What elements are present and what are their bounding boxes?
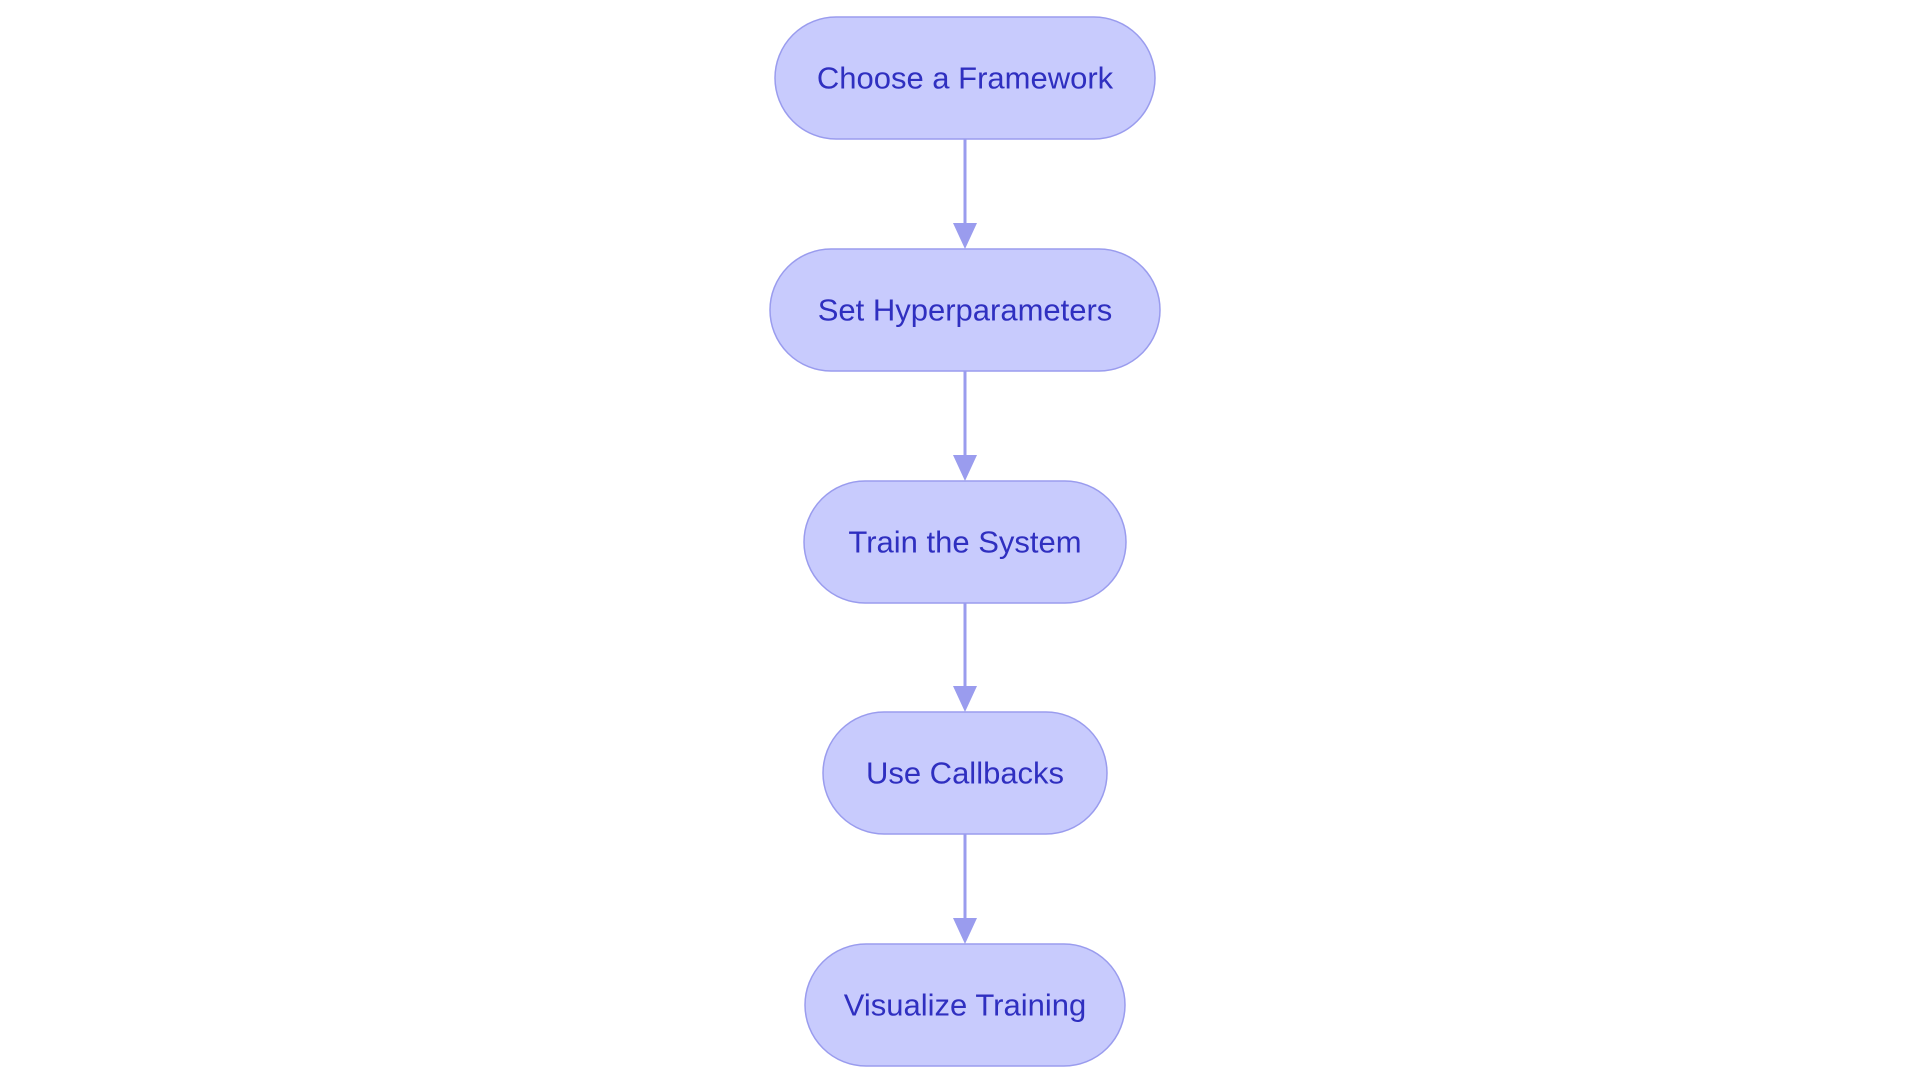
flow-node-hyperparams: Set Hyperparameters [769, 248, 1161, 372]
edges-layer [953, 139, 977, 944]
flow-node-label: Set Hyperparameters [818, 293, 1113, 328]
flow-node-shape [774, 16, 1156, 140]
arrowhead-icon [953, 686, 977, 712]
flow-node-shape [804, 943, 1126, 1067]
arrowhead-icon [953, 918, 977, 944]
flow-node-shape [822, 711, 1108, 835]
arrowhead-icon [953, 455, 977, 481]
flow-node-framework: Choose a Framework [774, 16, 1156, 140]
flow-node-label: Choose a Framework [817, 61, 1114, 96]
flow-node-shape [803, 480, 1127, 604]
arrowhead-icon [953, 223, 977, 249]
flow-node-shape [769, 248, 1161, 372]
flow-node-label: Train the System [848, 525, 1081, 560]
flow-edge-callbacks-to-visualize [953, 834, 977, 944]
flow-edge-framework-to-hyperparams [953, 139, 977, 249]
flow-node-label: Use Callbacks [866, 756, 1064, 791]
flow-node-callbacks: Use Callbacks [822, 711, 1108, 835]
flow-node-label: Visualize Training [844, 988, 1086, 1023]
flow-node-visualize: Visualize Training [804, 943, 1126, 1067]
flow-edge-train-to-callbacks [953, 603, 977, 712]
flow-node-train: Train the System [803, 480, 1127, 604]
flow-edge-hyperparams-to-train [953, 371, 977, 481]
